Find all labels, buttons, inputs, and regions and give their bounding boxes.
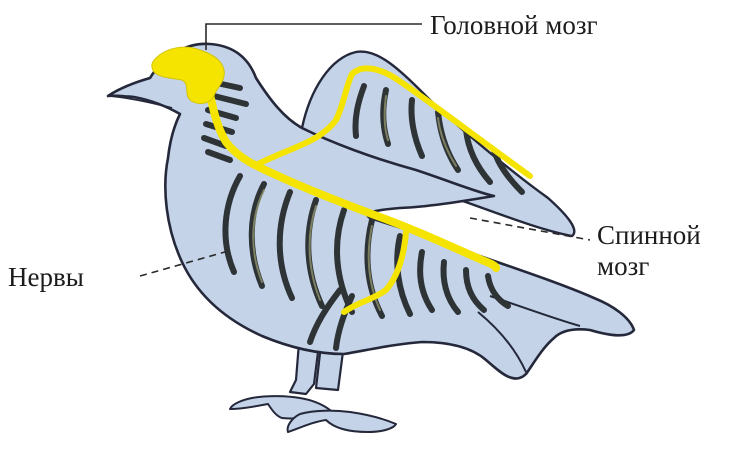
- brain-leader-line: [206, 24, 422, 50]
- nerves-label: Нервы: [8, 262, 84, 293]
- spinal-cord-label-line1: Спинной: [597, 220, 701, 251]
- spinal-cord-label: Спинной мозг: [597, 220, 701, 282]
- brain-label: Головной мозг: [430, 10, 598, 41]
- spinal-cord-label-line2: мозг: [597, 251, 701, 282]
- bird-foot-right: [288, 411, 396, 432]
